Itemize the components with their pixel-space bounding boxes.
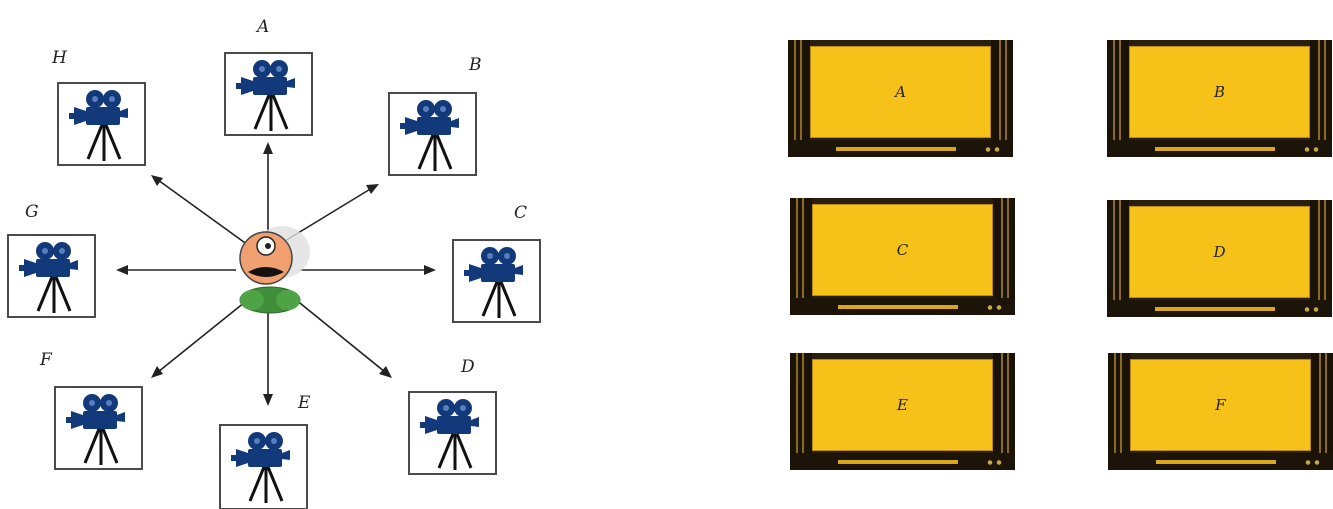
- monitor-label-A: A: [895, 83, 906, 101]
- monitor-A: A: [788, 40, 1013, 157]
- camera-H: H: [51, 48, 145, 165]
- camera-label-B: B: [468, 55, 482, 75]
- camera-label-F: F: [39, 350, 53, 370]
- monitor-screen: A: [810, 46, 991, 138]
- camera-label-C: C: [514, 203, 527, 223]
- camera-label-D: D: [460, 357, 475, 377]
- camera-E: E: [220, 393, 311, 509]
- monitor-label-E: E: [897, 396, 908, 414]
- camera-label-G: G: [25, 202, 39, 222]
- camera-label-E: E: [297, 393, 311, 413]
- monitor-screen: D: [1129, 206, 1310, 298]
- monitor-screen: B: [1129, 46, 1310, 138]
- camera-B: B: [389, 55, 482, 175]
- monitor-F: F: [1108, 353, 1333, 470]
- camera-label-A: A: [255, 17, 269, 37]
- monitor-D: D: [1107, 200, 1332, 317]
- monitor-label-D: D: [1213, 243, 1225, 261]
- monitor-label-C: C: [897, 241, 908, 259]
- camera-F: F: [39, 350, 142, 469]
- camera-D: D: [409, 357, 496, 474]
- monitor-E: E: [790, 353, 1015, 470]
- camera-A: A: [225, 17, 312, 135]
- monitor-screen: F: [1130, 359, 1311, 451]
- monitor-label-F: F: [1215, 396, 1225, 414]
- camera-arrangement-diagram: A B C D E F G H: [0, 0, 560, 509]
- monitor-screen: C: [812, 204, 993, 296]
- camera-C: C: [453, 203, 540, 322]
- camera-G: G: [8, 202, 95, 317]
- monitor-label-B: B: [1214, 83, 1225, 101]
- monitor-C: C: [790, 198, 1015, 315]
- camera-label-H: H: [51, 48, 68, 68]
- monitor-screen: E: [812, 359, 993, 451]
- monitor-B: B: [1107, 40, 1332, 157]
- cartoon-person-icon: [240, 226, 310, 313]
